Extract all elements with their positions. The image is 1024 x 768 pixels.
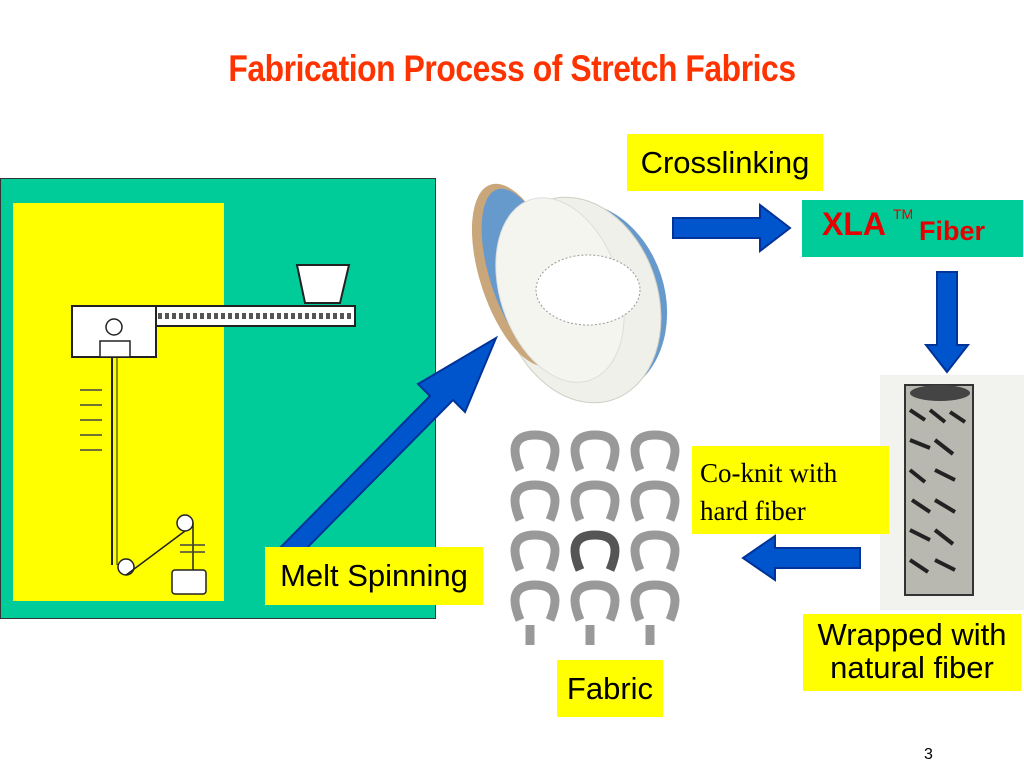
fabric-label: Fabric <box>557 660 663 717</box>
melt-spinning-label: Melt Spinning <box>265 547 483 605</box>
hopper-icon <box>295 264 351 304</box>
slide-title: Fabrication Process of Stretch Fabrics <box>228 48 796 89</box>
knit-fabric-image <box>510 430 680 645</box>
fiber-label: Fiber <box>919 216 986 246</box>
arrow-left-icon <box>741 534 861 582</box>
arrow-right-icon <box>672 202 792 254</box>
arrow-up-right-icon <box>267 335 499 564</box>
extruder-barrel <box>154 305 356 327</box>
page-number: 3 <box>924 746 933 763</box>
crosslinking-label: Crosslinking <box>627 134 823 191</box>
melt-spinning-schematic <box>71 264 356 595</box>
wrapped-label: Wrapped with natural fiber <box>803 614 1021 691</box>
coknit-label: Co-knit with hard fiber <box>692 446 889 534</box>
arrow-down-icon <box>923 271 971 374</box>
wrapped-fiber-image <box>880 375 1024 610</box>
trademark-label: TM <box>893 206 914 222</box>
winder-icon <box>171 569 207 595</box>
melt-spinning-schematic-background <box>13 203 224 601</box>
xla-label: XLA <box>822 206 886 242</box>
xla-fiber-box <box>802 200 1023 257</box>
fiber-spool-image <box>471 183 668 404</box>
